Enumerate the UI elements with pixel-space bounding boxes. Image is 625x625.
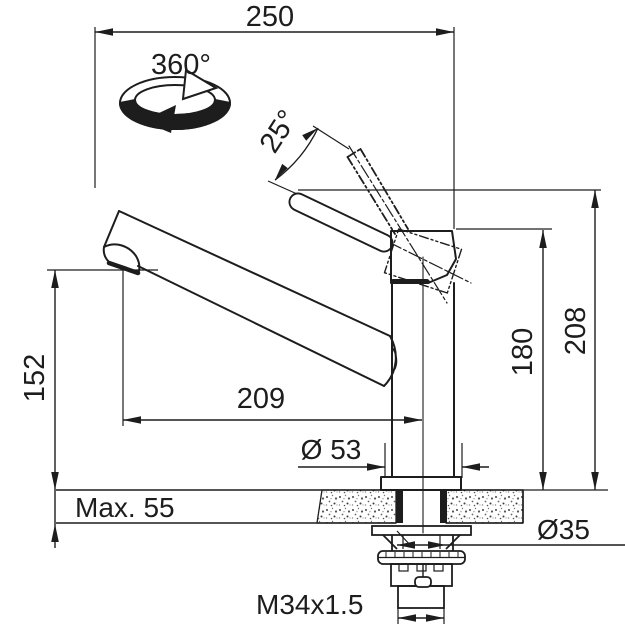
dim-208-label: 208 bbox=[560, 307, 592, 355]
dim-max-counter-label: Max. 55 bbox=[75, 492, 175, 523]
rotation-arrow-white bbox=[181, 68, 219, 101]
countertop-section bbox=[56, 489, 524, 524]
aerator-nozzle bbox=[103, 243, 141, 272]
fixing-stud-cap bbox=[414, 576, 432, 588]
lever-angle-25-label: 25° bbox=[254, 105, 305, 159]
dim-209-label: 209 bbox=[237, 383, 285, 415]
dimension-lines bbox=[47, 27, 625, 624]
counter-stipple-right bbox=[445, 489, 524, 524]
dimension-labels: 250 360° 25° 152 209 180 208 Ø 53 Max. 5… bbox=[19, 1, 592, 620]
mounting-hardware bbox=[371, 525, 472, 609]
lever-raised-phantom bbox=[346, 148, 463, 294]
threaded-shank-end bbox=[397, 585, 445, 609]
mounting-flange bbox=[371, 525, 472, 536]
counter-hole-edge-left bbox=[396, 490, 403, 523]
counter-hole-edge-right bbox=[440, 490, 447, 523]
faucet-body bbox=[102, 145, 472, 534]
dim-180-label: 180 bbox=[507, 328, 539, 376]
dim-152-label: 152 bbox=[19, 354, 51, 402]
lever-raised-axis-line bbox=[348, 145, 448, 304]
dim-thread-label: M34x1.5 bbox=[256, 589, 363, 620]
body-column bbox=[380, 279, 462, 491]
base-plate bbox=[380, 476, 462, 491]
swivel-rotation-icon bbox=[118, 68, 232, 133]
dim-hole-diameter-label: Ø35 bbox=[537, 514, 590, 545]
rotation-arrow-black bbox=[142, 105, 176, 133]
angle-arc bbox=[274, 127, 319, 181]
lever-handle bbox=[288, 192, 394, 253]
swivel-360-label: 360° bbox=[151, 49, 211, 81]
dim-250-label: 250 bbox=[246, 1, 294, 33]
handle-base-phantom bbox=[383, 228, 463, 294]
counter-stipple-left bbox=[316, 489, 397, 524]
dim-base-diameter-label: Ø 53 bbox=[301, 434, 362, 465]
